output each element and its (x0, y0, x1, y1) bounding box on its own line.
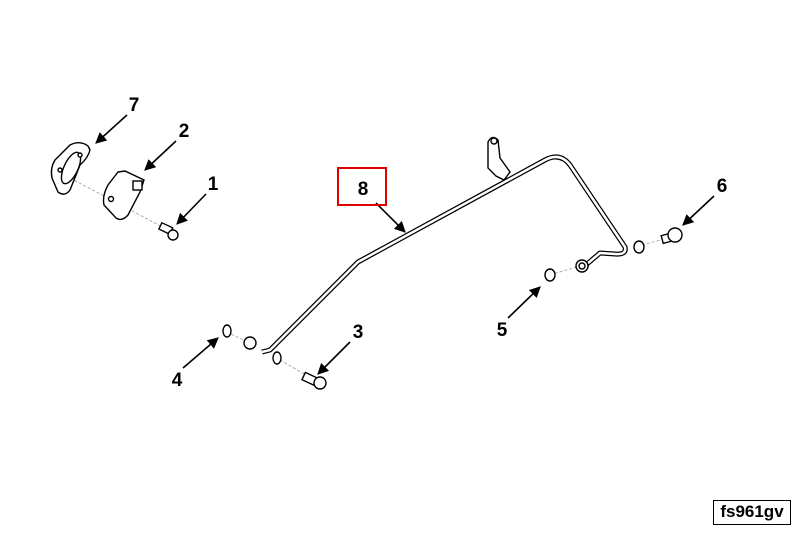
bolt-part-3[interactable] (301, 371, 327, 390)
tube-part-8[interactable] (243, 136, 628, 355)
callout-4: 4 (172, 370, 183, 391)
washer-part-4[interactable] (222, 324, 282, 365)
callout-6: 6 (717, 176, 728, 197)
callout-5: 5 (497, 320, 508, 341)
highlight-box (337, 167, 387, 206)
callout-1: 1 (208, 174, 219, 195)
gasket-part-7[interactable] (50, 142, 91, 195)
callout-2: 2 (179, 121, 190, 142)
bolt-part-1[interactable] (157, 221, 179, 241)
callout-arrows (95, 114, 715, 375)
washer-part-5[interactable] (544, 240, 645, 282)
figure-id: fs961gv (713, 500, 791, 525)
assembly-lines (69, 177, 669, 383)
callout-8: 8 (358, 179, 369, 200)
callout-7: 7 (129, 95, 140, 116)
cover-plate-part-2[interactable] (102, 170, 145, 221)
callout-3: 3 (353, 322, 364, 343)
bolt-part-6[interactable] (660, 227, 683, 245)
